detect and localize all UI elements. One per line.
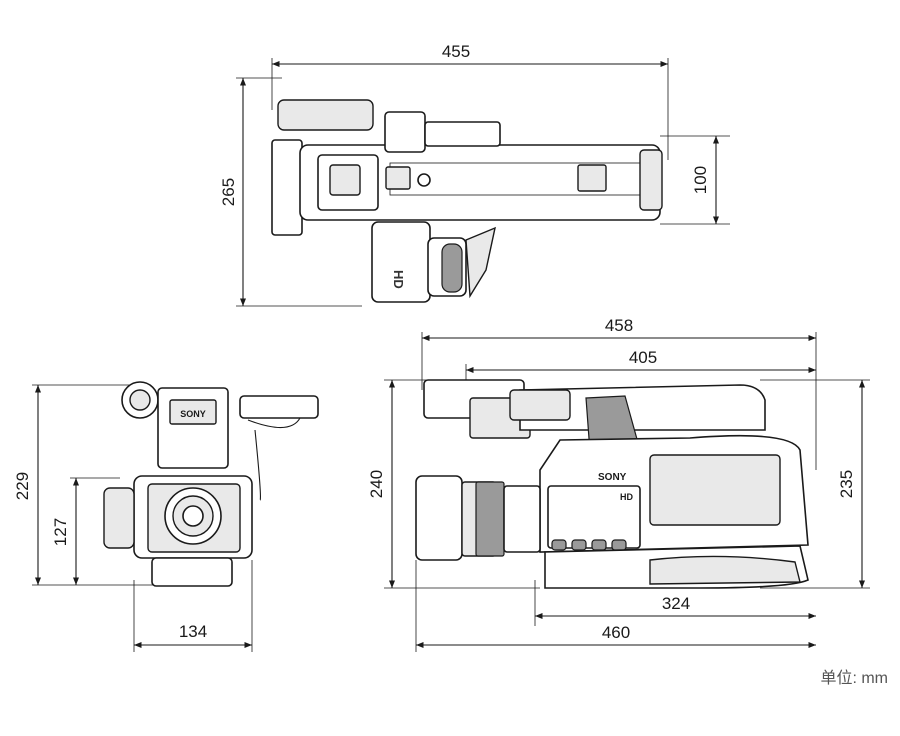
dim-front-width-label: 134 (179, 622, 207, 641)
dim-front-height-label: 229 (13, 472, 32, 500)
hd-mark-side: HD (620, 492, 633, 502)
dim-side-overall-length-label: 458 (605, 316, 633, 335)
hd-mark-top: HD (391, 270, 406, 289)
dim-side-total-length-label: 460 (602, 623, 630, 642)
side-view-camera: SONY HD (384, 332, 870, 652)
dim-top-width-label: 455 (442, 42, 470, 61)
unit-label: 单位: mm (820, 669, 888, 687)
dimension-side-handle-length: 405 (466, 348, 816, 374)
dimension-front-height: 229 (13, 385, 42, 585)
dim-side-handle-length-label: 405 (629, 348, 657, 367)
dimension-side-total-length: 460 (416, 623, 816, 649)
dim-side-height-rear-label: 235 (837, 470, 856, 498)
dimension-side-base-length: 324 (535, 594, 816, 620)
dim-front-inner-height-label: 127 (51, 518, 70, 546)
front-view-camera: SONY (32, 381, 319, 652)
dim-side-base-length-label: 324 (662, 594, 690, 613)
dimension-side-height-rear: 235 (837, 380, 866, 588)
dimension-top-width: 455 (272, 42, 668, 68)
top-view-camera: HD (236, 58, 730, 307)
dim-side-height-front-label: 240 (367, 470, 386, 498)
dim-top-inner-height-label: 100 (691, 166, 710, 194)
side-brand-text: SONY (598, 472, 627, 483)
dimension-front-width: 134 (134, 622, 252, 649)
front-brand-text: SONY (180, 409, 206, 419)
dimension-side-height-front: 240 (367, 380, 396, 588)
dimension-front-inner-height: 127 (51, 478, 80, 585)
dimension-top-inner-height: 100 (691, 136, 720, 224)
dimension-top-height: 265 (219, 78, 247, 306)
dimension-side-overall-length: 458 (422, 316, 816, 342)
dim-top-height-label: 265 (219, 178, 238, 206)
